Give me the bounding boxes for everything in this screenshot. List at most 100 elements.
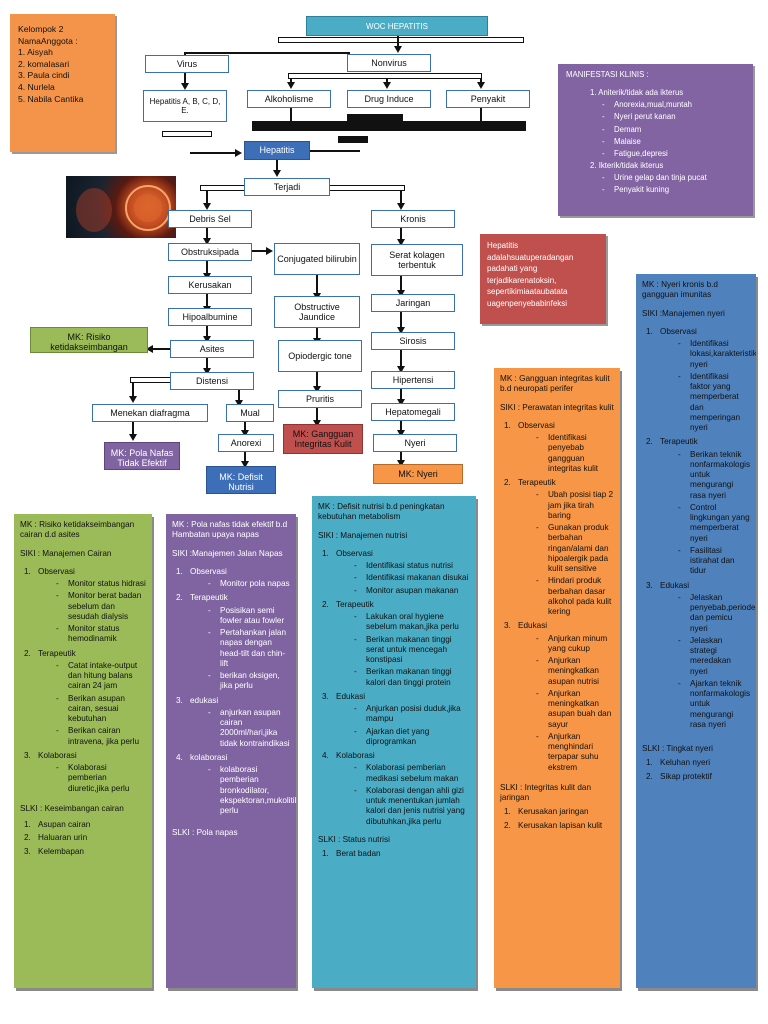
- manifestasi-heading: MANIFESTASI KLINIS :: [566, 70, 649, 79]
- section-heading: 2.Terapeutik: [504, 478, 556, 487]
- connector: [316, 328, 318, 340]
- manifestasi-item: Malaise: [566, 137, 745, 147]
- column-mk: MK : Nyeri kronis b.d gangguan imunitas: [642, 280, 718, 300]
- manifestasi-group-label: Aniterik/tidak ada ikterus: [598, 88, 684, 98]
- section-item: Kolaborasi pemberian medikasi sebelum ma…: [318, 763, 470, 784]
- member-item: 4. Nurlela: [18, 81, 55, 92]
- manifestasi-group-label: Ikterik/tidak ikterus: [598, 160, 664, 170]
- outcome-item: 1.Asupan cairan: [24, 820, 91, 829]
- node-hipoalbumine: Hipoalbumine: [168, 308, 252, 326]
- node-sirosis: Sirosis: [371, 332, 455, 350]
- section-heading: 3.Edukasi: [646, 580, 690, 590]
- column-siki: SIKI : Manajemen nutrisi: [318, 530, 408, 540]
- outcome-item: 2.Sikap protektif: [646, 771, 712, 781]
- outcome-item: 1.Keluhan nyeri: [646, 758, 711, 768]
- section-item: Berikan teknik nonfarmakologis untuk men…: [642, 450, 750, 501]
- section-item: Catat intake-output dan hitung balans ca…: [20, 661, 146, 692]
- mk-gangguan-label: MK: Gangguan Integritas Kulit: [283, 424, 363, 454]
- node-serat-kolagen: Serat kolagen terbentuk: [371, 244, 463, 276]
- connector: [278, 37, 524, 43]
- connector: [190, 152, 235, 154]
- section-item: Ajarkan teknik nonfarmakologis untuk men…: [642, 679, 750, 730]
- column-slki: SLKI : Tingkat nyeri: [642, 744, 713, 753]
- arrow-icon: [146, 345, 153, 353]
- arrow-icon: [397, 366, 405, 373]
- connector: [162, 131, 212, 137]
- section-item: Berikan asupan cairan, sesuai kebutuhan: [20, 694, 146, 725]
- section-item: Identifikasi makanan disukai: [318, 573, 470, 584]
- section-heading: 2.Terapeutik: [322, 599, 374, 609]
- connector: [400, 311, 402, 329]
- manifestasi-item: Anorexia,mual,muntah: [566, 100, 745, 110]
- connector: [130, 377, 174, 383]
- node-opiodergic: Opiodergic tone: [278, 340, 362, 372]
- column-siki: SIKI : Manajemen Cairan: [20, 548, 112, 558]
- node-obstructive: Obstructive Jaundice: [274, 296, 360, 328]
- section-item: Jelaskan penyebab,periode, dan pemicu ny…: [642, 593, 756, 634]
- section-item: Monitor status hemodinamik: [20, 624, 146, 645]
- connector: [246, 250, 268, 252]
- section-item: Anjurkan menghindari terpapar suhu ekstr…: [500, 732, 614, 773]
- intervention-column-purple: MK : Pola nafas tidak efektif b.d Hambat…: [166, 514, 296, 988]
- connector: [290, 108, 292, 122]
- connector: [244, 420, 246, 432]
- section-item: Berikan makanan tinggi kalori dan tinggi…: [318, 667, 470, 688]
- connector: [386, 78, 388, 84]
- section-heading: 1.Observasi: [24, 566, 75, 576]
- section-item: Anjurkan posisi duduk,jika mampu: [318, 704, 470, 725]
- node-pruritis: Pruritis: [278, 390, 362, 408]
- column-mk: MK : Risiko ketidakseimbangan cairan d.d…: [20, 520, 135, 540]
- outcome-item: 1.Berat badan: [322, 849, 381, 858]
- node-hepatitis-abcde: Hepatitis A, B, C, D, E.: [143, 90, 227, 122]
- section-item: Monitor asupan makanan: [318, 586, 470, 597]
- group-info-box: Kelompok 2 NamaAnggota : 1. Aisyah 2. ko…: [10, 14, 115, 152]
- arrow-icon: [273, 170, 281, 177]
- section-heading: 2.Terapeutik: [24, 648, 76, 658]
- connector: [184, 73, 186, 85]
- column-slki: SLKI : Integritas kulit dan jaringan: [500, 782, 592, 802]
- connector: [206, 326, 208, 338]
- section-heading: 3.Kolaborasi: [24, 750, 77, 760]
- section-item: Lakukan oral hygiene sebelum makan,jika …: [318, 612, 470, 633]
- node-nonvirus: Nonvirus: [347, 54, 431, 72]
- section-item: Monitor pola napas: [172, 579, 290, 590]
- section-item: berikan oksigen, jika perlu: [172, 671, 290, 692]
- section-item: kolaborasi pemberian bronkodilator, eksp…: [172, 765, 296, 816]
- connector: [310, 150, 360, 152]
- connector: [206, 358, 208, 370]
- arrow-icon: [397, 290, 405, 297]
- connector: [150, 348, 172, 350]
- node-kronis: Kronis: [371, 210, 455, 228]
- node-jaringan: Jaringan: [371, 294, 455, 312]
- section-heading: 3.Edukasi: [322, 691, 366, 701]
- members-label: NamaAnggota :: [18, 35, 78, 46]
- manifestasi-group: 1. Aniterik/tidak ada ikterus: [590, 88, 684, 98]
- virus-illustration: [76, 185, 171, 232]
- arrow-icon: [241, 461, 249, 468]
- section-item: Gunakan produk berbahan ringan/alami dan…: [500, 523, 614, 574]
- section-item: Anjurkan minum yang cukup: [500, 634, 614, 655]
- manifestasi-group: 2. Ikterik/tidak ikterus: [590, 160, 664, 170]
- section-item: Identifikasi penyebab gangguan integrita…: [500, 433, 614, 474]
- connector: [206, 294, 208, 308]
- arrow-icon: [397, 430, 405, 437]
- section-item: Pertahankan jalan napas dengan head-tilt…: [172, 628, 290, 669]
- section-heading: 1.Observasi: [322, 548, 373, 558]
- arrow-icon: [129, 396, 137, 403]
- arrow-icon: [241, 430, 249, 437]
- node-nyeri: Nyeri: [373, 434, 457, 452]
- definition-text: Hepatitis adalahsuatuperadangan padahati…: [487, 241, 574, 308]
- section-item: Ubah posisi tiap 2 jam jika tirah baring: [500, 490, 614, 521]
- manifestasi-item: Demam: [566, 125, 745, 135]
- arrow-icon: [477, 82, 485, 89]
- merge-bar: [252, 121, 526, 131]
- intervention-column-green: MK : Risiko ketidakseimbangan cairan d.d…: [14, 514, 152, 988]
- section-heading: 3.Edukasi: [504, 621, 548, 631]
- member-item: 3. Paula cindi: [18, 70, 70, 81]
- column-mk: MK : Pola nafas tidak efektif b.d Hambat…: [172, 520, 288, 540]
- section-item: Anjurkan meningkatkan asupan nutrisi: [500, 656, 614, 687]
- connector: [288, 73, 482, 79]
- connector: [290, 78, 292, 84]
- node-alkoholisme: Alkoholisme: [247, 90, 331, 108]
- section-item: Berikan cairan intravena, jika perlu: [20, 726, 146, 747]
